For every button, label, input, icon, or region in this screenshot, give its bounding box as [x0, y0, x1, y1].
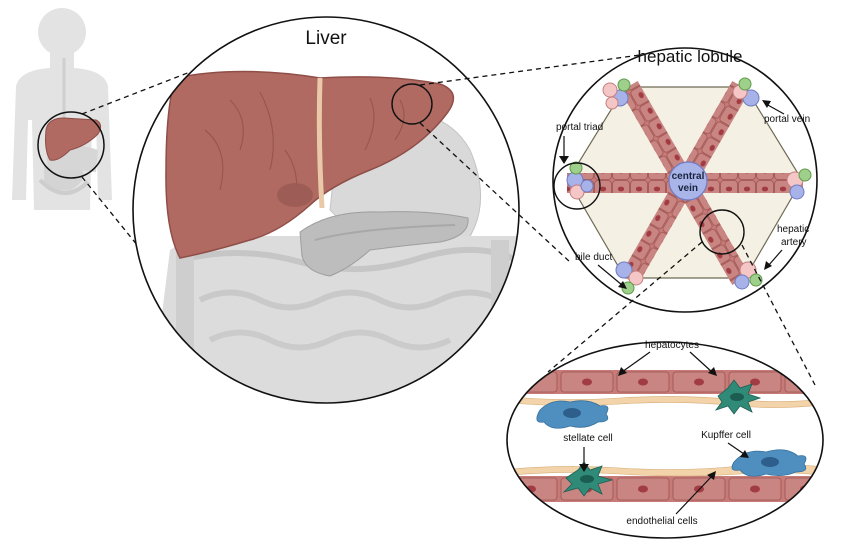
kupffer-cell-top	[536, 400, 609, 429]
kupffer-cell-arrowhead	[740, 450, 749, 458]
central-vein	[668, 161, 708, 201]
bile-duct-arrow	[597, 264, 623, 286]
endothelial-cells-label: endothelial cells	[626, 516, 697, 527]
human-silhouette	[12, 8, 112, 210]
hepatocyte-row-top	[507, 370, 823, 394]
portal-vein-arrow	[765, 103, 785, 115]
hepatocyte-plates	[567, 81, 803, 285]
hepatic-artery-label-line1: hepatic	[777, 224, 809, 235]
hepatocyte-row-bottom	[507, 476, 823, 502]
bile-duct-arrowhead	[618, 281, 627, 289]
central-vein-label-line2: vein	[678, 183, 698, 194]
sinusoid-detail-view	[507, 342, 823, 538]
stellate-cell-arrowhead	[579, 464, 589, 472]
sinusoid-zoom-ellipse	[506, 341, 824, 539]
portal-triad-arrowhead	[559, 156, 569, 164]
endothelial-cells-arrowhead	[707, 471, 716, 480]
portal-triad-left	[566, 161, 594, 200]
kupffer-cell-label: Kupffer cell	[701, 430, 751, 441]
liver-organ	[165, 70, 455, 259]
portal-triad-label: portal triad	[556, 122, 603, 133]
portal-triad-right	[786, 168, 812, 200]
hepatic-artery-arrow	[767, 249, 783, 267]
kupffer-cell-bottom	[731, 449, 807, 477]
small-liver-icon	[45, 117, 102, 161]
portal-triad-top-right	[732, 77, 760, 107]
lobule-zoom-circle-small	[391, 83, 433, 125]
portal-vein-arrowhead	[762, 100, 771, 108]
portal-triad-top-left	[602, 78, 631, 110]
hepatocytes-arrowhead-left	[618, 367, 627, 376]
hepatocytes-arrowhead-right	[708, 367, 717, 376]
liver-title: Liver	[305, 28, 347, 49]
stellate-cell-bottom	[562, 461, 614, 497]
stellate-cell-label: stellate cell	[563, 433, 612, 444]
lobule-zoom-circle	[552, 47, 818, 313]
endothelial-cells-arrow	[675, 475, 713, 515]
liver-zoom-circle	[132, 16, 520, 404]
central-vein-label-line1: central	[672, 171, 705, 182]
liver-zoom-circle-small	[37, 111, 105, 179]
pancreas-silhouette	[299, 211, 469, 277]
zoom-line-lobule-top	[419, 54, 641, 86]
lobule-title: hepatic lobule	[638, 47, 743, 66]
zoom-line-lobule-bottom	[419, 122, 571, 263]
hepatocytes-label: hepatocytes	[645, 340, 699, 351]
portal-triad-highlight	[553, 162, 601, 210]
sinusoid-zoom-circle-small	[699, 209, 745, 255]
stellate-cell-top	[714, 379, 762, 415]
liver-anatomy-view	[133, 17, 519, 403]
hepatic-artery-arrowhead	[764, 261, 772, 270]
portal-triad-bottom-right	[734, 261, 763, 290]
kupffer-cell-arrow	[727, 442, 745, 455]
portal-vein-label: portal vein	[764, 114, 810, 125]
bile-duct-label: bile duct	[575, 252, 612, 263]
hepatocytes-arrow-right	[689, 351, 713, 373]
hepatic-artery-label-line2: artery	[781, 237, 807, 248]
zoom-line-sinusoid-left	[547, 241, 703, 373]
hepatocytes-arrow-left	[621, 351, 651, 373]
